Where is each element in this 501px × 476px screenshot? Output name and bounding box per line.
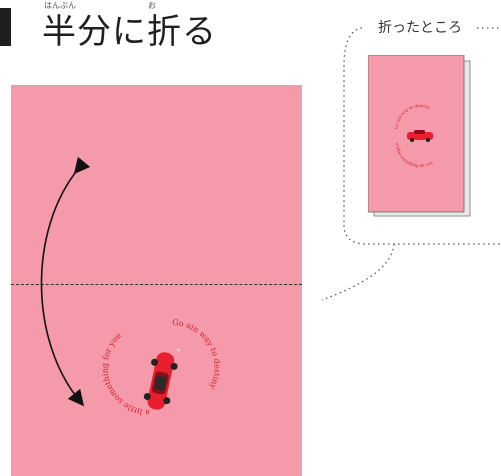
ruby-o: お	[148, 1, 156, 10]
ruby-hanbun: はんぶん	[44, 1, 76, 10]
instruction-heading: はんぶん お 半分に折る	[42, 0, 262, 52]
step-marker	[0, 8, 11, 46]
card-sheet	[11, 85, 302, 476]
callout-bubble: 折ったところ	[322, 10, 501, 310]
page-title: 半分に折る	[42, 12, 217, 52]
folded-card-preview: Go ain way to destiny a little something…	[368, 55, 471, 217]
mini-car-icon	[407, 130, 433, 142]
car-icon	[143, 352, 178, 410]
fold-arrow	[40, 156, 91, 407]
callout-label: 折ったところ	[374, 17, 466, 37]
arc-text-left: a little something for you	[100, 331, 150, 417]
fold-line	[11, 284, 302, 285]
arc-text-right: Go ain way to destiny	[172, 318, 222, 391]
sparkle-mark: ✧	[176, 347, 181, 354]
